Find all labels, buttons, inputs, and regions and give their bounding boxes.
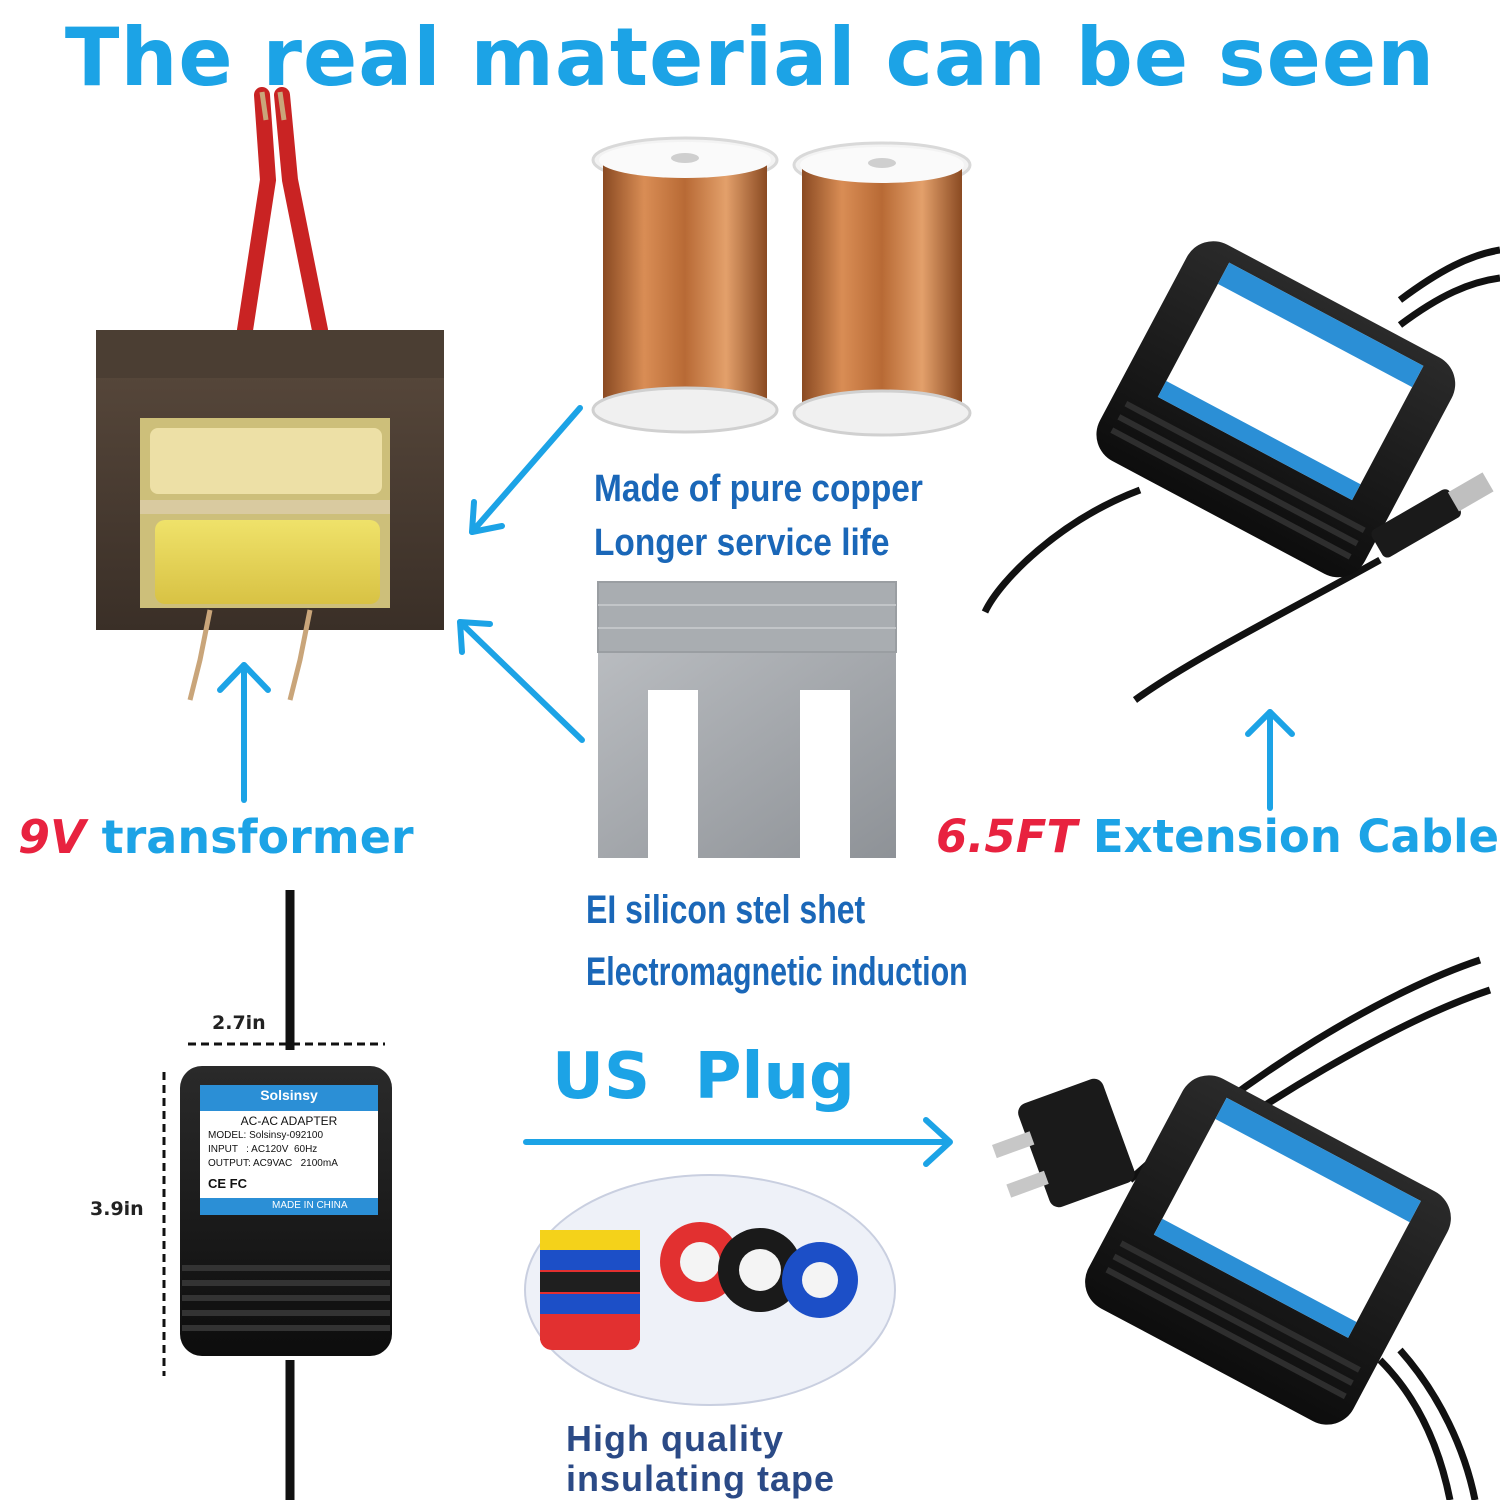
tape-caption-line1: High quality bbox=[566, 1418, 784, 1459]
transformer-image bbox=[96, 87, 444, 701]
height-dimension: 3.9in bbox=[90, 1198, 144, 1220]
cable-label: 6.5FT Extension Cable bbox=[936, 810, 1499, 863]
plug-label: US Plug bbox=[552, 1040, 855, 1114]
core-caption-line1: EI silicon stel shet bbox=[586, 888, 866, 932]
transformer-voltage: 9V bbox=[18, 810, 86, 864]
plate-title: AC-AC ADAPTER bbox=[240, 1114, 338, 1128]
tape-image bbox=[524, 1174, 896, 1406]
plate-brand: Solsinsy bbox=[260, 1087, 318, 1103]
headline: The real material can be seen bbox=[64, 11, 1436, 104]
adapter-bottom-left-image bbox=[162, 890, 392, 1500]
adapter-top-right-image bbox=[981, 241, 1500, 703]
adapter-bottom-right-image bbox=[991, 956, 1492, 1500]
plate-input: INPUT : AC120V 60Hz bbox=[208, 1144, 318, 1155]
plate-model: MODEL: Solsinsy-092100 bbox=[208, 1130, 324, 1141]
core-caption-line2: Electromagnetic induction bbox=[586, 950, 968, 994]
plate-origin: MADE IN CHINA bbox=[272, 1200, 348, 1211]
copper-caption-line2: Longer service life bbox=[594, 522, 890, 564]
cable-length: 6.5FT bbox=[936, 810, 1078, 863]
tape-caption-line2: insulating tape bbox=[566, 1458, 836, 1499]
copper-spools-image bbox=[591, 136, 972, 437]
transformer-label: 9V transformer bbox=[18, 810, 414, 864]
arrows bbox=[217, 405, 1295, 1167]
plate-cert-marks: CE FC bbox=[208, 1176, 247, 1191]
cable-text: Extension Cable bbox=[1092, 810, 1500, 863]
plate-output: OUTPUT: AC9VAC 2100mA bbox=[208, 1158, 338, 1169]
ei-core-image bbox=[597, 581, 897, 858]
width-dimension: 2.7in bbox=[212, 1012, 266, 1034]
copper-caption-line1: Made of pure copper bbox=[594, 468, 923, 510]
transformer-text: transformer bbox=[101, 810, 414, 864]
